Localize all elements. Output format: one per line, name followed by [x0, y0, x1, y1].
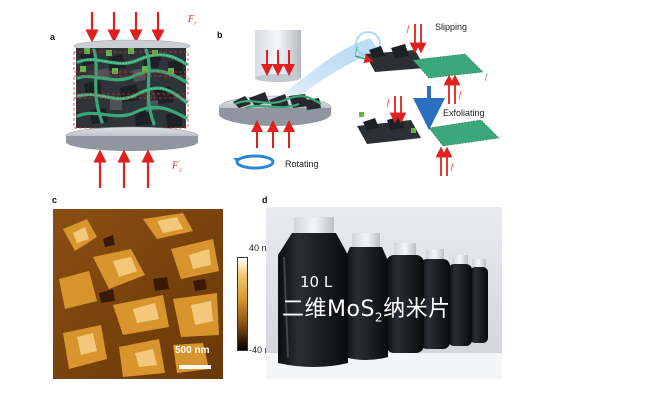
panel-d-label: d	[262, 195, 268, 205]
bottle-6	[470, 259, 488, 343]
force-f-1: f	[407, 24, 410, 33]
force-f-2: f	[459, 90, 462, 99]
volume-label: 10 L	[300, 273, 333, 291]
slipping-label: Slipping	[435, 22, 468, 32]
panel-a-illustration	[65, 12, 199, 188]
colorbar	[237, 257, 248, 351]
rotating-arrow	[233, 154, 275, 170]
particle-stack	[73, 48, 189, 129]
force-f-6: f	[355, 46, 358, 55]
bottle-2	[344, 233, 388, 360]
bottle-4	[420, 249, 450, 349]
force-label-bottom: F'c	[172, 160, 183, 174]
exfoliating-label: Exfoliating	[443, 108, 485, 118]
force-f-5: f	[485, 72, 488, 81]
bottle-5	[448, 255, 472, 346]
panel-c: c	[50, 195, 277, 385]
slipping-sheets	[354, 24, 484, 104]
panel-d: d	[262, 195, 502, 385]
rotating-label: Rotating	[285, 159, 319, 169]
bottle-3	[386, 243, 424, 353]
panel-a: a	[50, 10, 210, 190]
force-f-3: f	[387, 98, 390, 107]
bottle-1	[278, 217, 348, 367]
panel-b: b	[215, 10, 505, 190]
bottles-photo	[266, 207, 502, 379]
afm-image	[53, 209, 223, 379]
panel-c-label: c	[52, 195, 58, 205]
force-label-top: Fr	[188, 14, 197, 27]
colorbar-min-label: -40 nm	[249, 345, 278, 355]
panel-b-label: b	[217, 30, 223, 40]
force-f-4: f	[451, 162, 454, 171]
panel-b-illustration	[218, 24, 500, 176]
panel-a-label: a	[50, 32, 56, 42]
exfoliating-sheets	[357, 96, 500, 176]
top-force-arrows	[85, 12, 165, 43]
bottom-force-arrows	[93, 149, 155, 188]
colorbar-max-label: 40 nm	[249, 243, 275, 253]
scale-bar-label: 500 nm	[175, 345, 210, 356]
nanosheet-caption: 二维MoS2纳米片	[282, 297, 451, 325]
